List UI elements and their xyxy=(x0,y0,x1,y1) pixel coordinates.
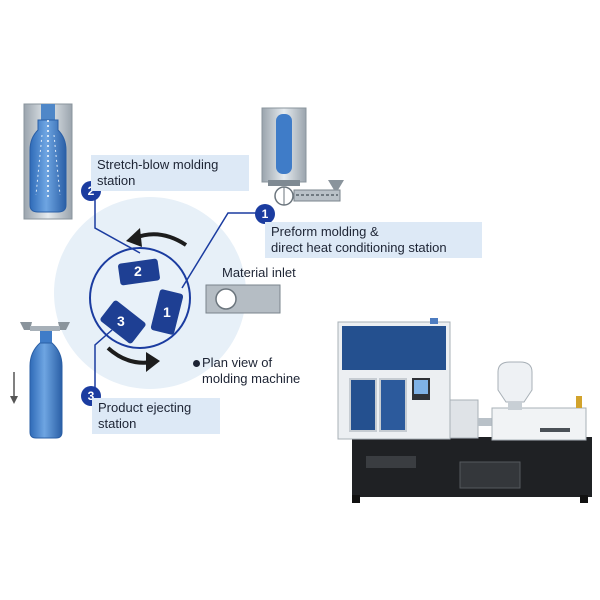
rotor-number-2: 2 xyxy=(134,263,142,279)
rotor-block-3 xyxy=(100,300,146,344)
rotor-number-3: 3 xyxy=(117,313,125,329)
product-ejecting-station-label: Product ejecting station xyxy=(92,398,220,434)
stretch-blow-mold-illustration xyxy=(23,103,73,220)
plan-view-label: Plan view of molding machine xyxy=(202,355,301,386)
plan-view-label-wrap: Plan view of molding machine xyxy=(193,355,300,387)
leader-lines xyxy=(94,191,265,396)
rotor-number-1: 1 xyxy=(163,304,171,320)
rotation-arrowhead-top xyxy=(126,228,142,247)
plan-view-bullet xyxy=(193,360,200,367)
station-badge-1: 1 xyxy=(255,204,275,224)
material-inlet-label: Material inlet xyxy=(222,265,296,280)
material-inlet-barrel xyxy=(205,284,281,314)
station-badge-2-number: 2 xyxy=(87,184,95,198)
rotation-arrowhead-bottom xyxy=(146,352,160,372)
rotor-block-2 xyxy=(118,258,160,286)
station-badge-1-number: 1 xyxy=(261,207,269,221)
preform-station-label: Preform molding & direct heat conditioni… xyxy=(265,222,482,258)
ejected-bottle-illustration xyxy=(10,322,70,439)
station-badge-3-number: 3 xyxy=(87,389,95,403)
preform-mold-illustration xyxy=(261,107,344,206)
rotor-block-1 xyxy=(150,289,184,335)
molding-machine-illustration xyxy=(337,318,592,503)
stretch-blow-station-label: Stretch-blow molding station xyxy=(91,155,249,191)
